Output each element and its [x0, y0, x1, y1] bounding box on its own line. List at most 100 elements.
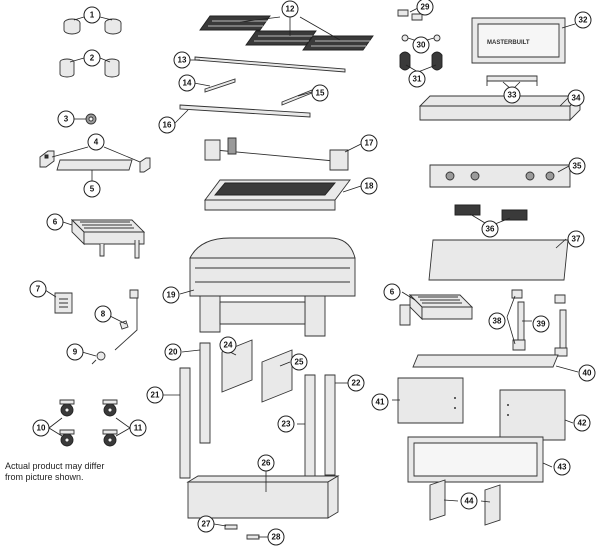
svg-text:5: 5	[90, 185, 95, 194]
callout-23: 23	[277, 415, 295, 433]
part-legs-right	[304, 374, 336, 486]
callout-5: 5	[83, 180, 101, 198]
callout-36: 36	[481, 220, 499, 238]
callout-40: 40	[578, 364, 596, 382]
svg-text:36: 36	[486, 225, 495, 234]
callout-21: 21	[146, 386, 164, 404]
part-side-shelf-right	[399, 293, 474, 326]
svg-text:14: 14	[183, 79, 192, 88]
svg-text:18: 18	[365, 182, 374, 191]
part-control-labels	[454, 204, 528, 221]
callout-27: 27	[197, 515, 215, 533]
svg-text:21: 21	[151, 391, 160, 400]
callout-6b: 6	[383, 283, 401, 301]
svg-text:34: 34	[572, 94, 581, 103]
callout-11: 11	[129, 419, 147, 437]
part-control-panel	[429, 164, 571, 188]
part-door-right	[499, 389, 566, 441]
svg-text:33: 33	[508, 91, 517, 100]
part-grease-tray	[418, 94, 582, 122]
callout-6: 6	[46, 213, 64, 231]
part-legs-left	[179, 342, 211, 479]
callout-15: 15	[311, 84, 329, 102]
svg-text:2: 2	[90, 54, 95, 63]
callout-1: 1	[83, 6, 101, 24]
callout-34: 34	[567, 89, 585, 107]
svg-text:35: 35	[573, 162, 582, 171]
callout-18: 18	[360, 177, 378, 195]
svg-text:29: 29	[421, 3, 430, 12]
part-lid-handle-ends	[399, 51, 443, 71]
callout-35: 35	[568, 157, 586, 175]
callout-30: 30	[412, 36, 430, 54]
part-shelf-clips	[224, 524, 260, 540]
svg-text:4: 4	[94, 138, 99, 147]
callout-32: 32	[574, 11, 592, 29]
callout-17: 17	[360, 134, 378, 152]
part-support-tubes	[517, 301, 567, 349]
part-rack-supports	[204, 78, 313, 106]
svg-text:8: 8	[101, 310, 106, 319]
callout-9: 9	[66, 343, 84, 361]
part-burner-assembly	[204, 137, 349, 171]
svg-text:15: 15	[316, 89, 325, 98]
svg-text:16: 16	[163, 121, 172, 130]
callout-38: 38	[488, 312, 506, 330]
svg-text:32: 32	[579, 16, 588, 25]
part-cart-bar	[412, 354, 559, 368]
callout-4: 4	[87, 133, 105, 151]
callout-19: 19	[162, 286, 180, 304]
callout-13: 13	[173, 51, 191, 69]
part-igniter-assembly	[114, 289, 139, 351]
callout-31: 31	[408, 70, 426, 88]
svg-text:1: 1	[90, 11, 95, 20]
brand-logo-text: MASTERBUILT	[487, 40, 530, 46]
callout-42: 42	[573, 414, 591, 432]
part-cooking-grates	[199, 15, 374, 51]
svg-text:26: 26	[262, 459, 271, 468]
part-bottom-shelf	[186, 475, 340, 519]
part-casters-locking	[59, 399, 75, 447]
part-front-panel	[428, 239, 569, 281]
svg-text:22: 22	[352, 379, 361, 388]
svg-text:6: 6	[53, 218, 58, 227]
callout-8: 8	[94, 305, 112, 323]
svg-text:24: 24	[224, 341, 233, 350]
part-lid-badge: MASTERBUILT	[471, 17, 566, 64]
part-bezels	[59, 58, 120, 78]
callout-2: 2	[83, 49, 101, 67]
svg-text:6: 6	[390, 288, 395, 297]
part-door-left	[397, 377, 464, 424]
part-warming-rack-bar	[194, 56, 346, 73]
callout-43: 43	[553, 458, 571, 476]
svg-text:38: 38	[493, 317, 502, 326]
svg-text:44: 44	[465, 497, 474, 506]
svg-text:13: 13	[178, 56, 187, 65]
svg-text:42: 42	[578, 419, 587, 428]
disclaimer-line-1: Actual product may differ	[5, 461, 105, 471]
part-nut	[85, 113, 97, 125]
svg-text:17: 17	[365, 139, 374, 148]
part-brackets	[39, 150, 151, 173]
part-casters	[102, 399, 118, 447]
svg-text:23: 23	[282, 420, 291, 429]
svg-text:7: 7	[36, 285, 41, 294]
svg-text:10: 10	[37, 424, 46, 433]
svg-text:9: 9	[73, 348, 78, 357]
svg-text:37: 37	[572, 235, 581, 244]
svg-text:40: 40	[583, 369, 592, 378]
callout-12: 12	[281, 0, 299, 18]
svg-text:39: 39	[537, 320, 546, 329]
part-flame-tamer	[204, 179, 351, 211]
callout-3: 3	[57, 110, 75, 128]
callout-22: 22	[347, 374, 365, 392]
part-vent-plate	[54, 292, 73, 314]
callout-10: 10	[32, 419, 50, 437]
part-front-rail	[56, 159, 133, 171]
svg-text:3: 3	[64, 115, 69, 124]
callout-20: 20	[164, 343, 182, 361]
callout-16: 16	[158, 116, 176, 134]
callout-33: 33	[503, 86, 521, 104]
part-side-panels	[429, 479, 501, 526]
